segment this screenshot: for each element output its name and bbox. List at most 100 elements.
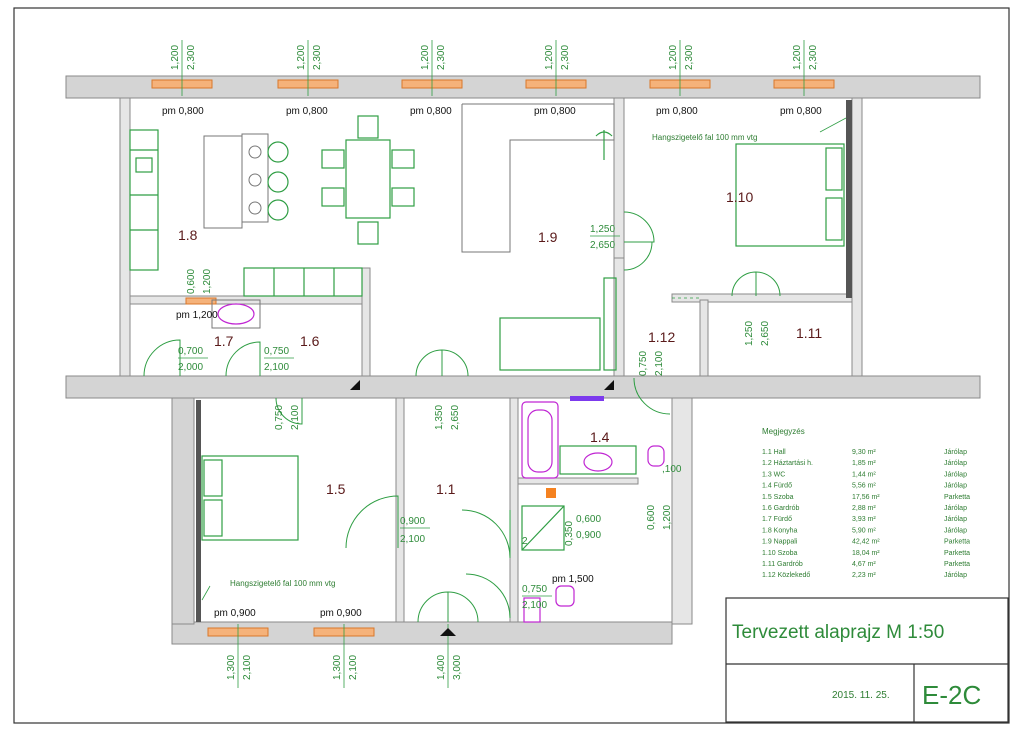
dining-table xyxy=(345,139,391,219)
doors xyxy=(143,211,781,623)
win4-sill: pm 0,800 xyxy=(534,106,576,117)
sofa xyxy=(499,317,601,371)
dwc-d: 0,350 xyxy=(564,521,575,546)
win2-height: 2,300 xyxy=(312,45,323,70)
legend-area: 9,30 m² xyxy=(852,449,876,456)
winb1-width: 1,300 xyxy=(226,655,237,680)
wall-hall-left xyxy=(395,397,405,623)
room-1-1: 1.1 xyxy=(436,481,456,497)
wall-middle xyxy=(65,375,981,399)
door-dimensions: 1,250 2,650 1,250 2,650 0,750 2,100 1,35… xyxy=(176,224,771,611)
dwc-a: 0,600 xyxy=(576,514,601,525)
d16-width: 0,750 xyxy=(264,346,289,357)
wall-east-lower xyxy=(671,397,693,625)
drawing-date: 2015. 11. 25. xyxy=(832,690,890,701)
legend-area: 42,42 m² xyxy=(852,539,880,546)
room-1-11: 1.11 xyxy=(796,325,822,341)
win3-width: 1,200 xyxy=(420,45,431,70)
acoustic-wall xyxy=(846,100,852,298)
d14-sill-frag: ,100 xyxy=(662,464,682,475)
room-1-5: 1.5 xyxy=(326,481,346,497)
legend-floor: Parketta xyxy=(944,561,970,568)
bathtub xyxy=(521,401,559,479)
d111-height: 2,650 xyxy=(760,321,771,346)
d15b-width: 0,900 xyxy=(400,516,425,527)
legend-area: 2,23 m² xyxy=(852,572,876,579)
top-window-dimensions: 1,200 2,300 1,200 2,300 1,200 2,300 1,20… xyxy=(170,45,819,70)
legend-floor: Parketta xyxy=(944,539,970,546)
legend-floor: Járólap xyxy=(944,471,967,478)
legend-id: 1.7 Fürdő xyxy=(762,516,792,523)
win3-sill: pm 0,800 xyxy=(410,106,452,117)
legend-id: 1.2 Háztartási h. xyxy=(762,460,813,467)
legend-area: 4,67 m² xyxy=(852,561,876,568)
top-window-sills: pm 0,800 pm 0,800 pm 0,800 pm 0,800 pm 0… xyxy=(162,106,822,117)
stool-icon xyxy=(267,141,289,163)
kitchen-island xyxy=(203,135,243,229)
d11-width: 1,350 xyxy=(434,405,445,430)
wc-toilet-icon xyxy=(555,585,575,607)
room-1-8: 1.8 xyxy=(178,227,198,243)
legend-floor: Járólap xyxy=(944,483,967,490)
room-1-10: 1.10 xyxy=(726,189,753,205)
win4-height: 2,300 xyxy=(560,45,571,70)
wall-hall-right xyxy=(509,397,519,623)
bathroom-fixtures xyxy=(521,396,665,623)
d17-width: 0,700 xyxy=(178,346,203,357)
win5-width: 1,200 xyxy=(668,45,679,70)
legend-id: 1.1 Hall xyxy=(762,449,786,456)
legend-floor: Járólap xyxy=(944,505,967,512)
drawing-title: Tervezett alaprajz M 1:50 xyxy=(732,622,944,643)
legend-area: 5,90 m² xyxy=(852,527,876,534)
d15-height: 2,100 xyxy=(290,405,301,430)
small-bath-furniture xyxy=(185,297,261,329)
d17-height: 2,000 xyxy=(178,362,203,373)
legend-area: 1,44 m² xyxy=(852,471,876,478)
wall-right-upper xyxy=(851,97,863,377)
winb2-width: 1,300 xyxy=(332,655,343,680)
d15-width: 0,750 xyxy=(274,405,285,430)
toilet-icon xyxy=(647,445,665,467)
double-bed xyxy=(735,143,845,247)
boiler-icon xyxy=(546,488,556,498)
legend-area: 5,56 m² xyxy=(852,483,876,490)
d13-sill: pm 1,500 xyxy=(552,574,594,585)
top-windows xyxy=(151,40,835,96)
acoustic-note-bottom: Hangszigetelő fal 100 mm vtg xyxy=(230,579,335,588)
bedroom-15-furniture: Hangszigetelő fal 100 mm vtg xyxy=(196,400,335,622)
legend-floor: Járólap xyxy=(944,527,967,534)
win2-sill: pm 0,800 xyxy=(286,106,328,117)
legend-id: 1.9 Nappali xyxy=(762,539,798,546)
win3-height: 2,300 xyxy=(436,45,447,70)
d17-win-height: 1,200 xyxy=(202,269,213,294)
d11-height: 2,650 xyxy=(450,405,461,430)
d13-width: 0,750 xyxy=(522,584,547,595)
win2-width: 1,200 xyxy=(296,45,307,70)
legend-id: 1.4 Fürdő xyxy=(762,483,792,490)
win1-height: 2,300 xyxy=(186,45,197,70)
wall-left-upper xyxy=(119,97,131,377)
d14-width: 0,600 xyxy=(646,505,657,530)
kitchen-counter xyxy=(129,129,159,271)
living-counter xyxy=(461,103,615,253)
wall-partition-living-low xyxy=(613,257,625,377)
legend-id: 1.12 Közlekedő xyxy=(762,572,810,579)
winb1-sill: pm 0,900 xyxy=(214,608,256,619)
win5-sill: pm 0,800 xyxy=(656,106,698,117)
legend-area: 17,56 m² xyxy=(852,494,880,501)
dwc-c: 2 xyxy=(522,536,528,547)
legend-floor: Járólap xyxy=(944,572,967,579)
legend-id: 1.5 Szoba xyxy=(762,494,794,501)
d19-height: 2,650 xyxy=(590,240,615,251)
d111-width: 1,250 xyxy=(744,321,755,346)
legend-id: 1.8 Konyha xyxy=(762,527,798,534)
sheet-border xyxy=(13,7,1010,724)
sink-icon xyxy=(135,157,153,173)
bath-washbasin-icon xyxy=(583,452,613,472)
legend-floor: Parketta xyxy=(944,494,970,501)
d13-height: 2,100 xyxy=(522,600,547,611)
wall-partition-living xyxy=(613,97,625,259)
legend-area: 3,93 m² xyxy=(852,516,876,523)
